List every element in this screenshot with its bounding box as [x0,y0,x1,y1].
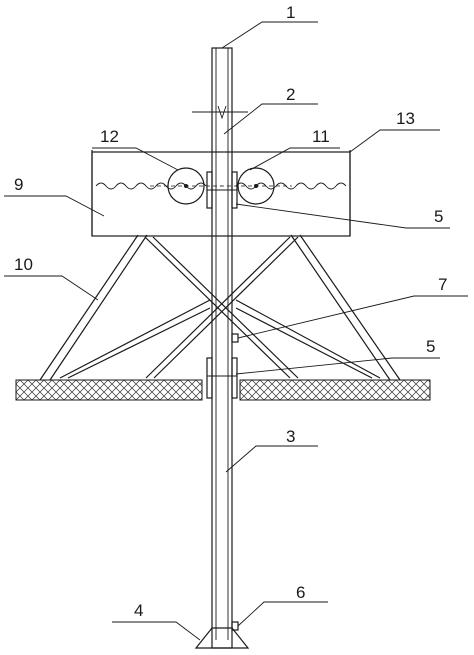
label-1: 1 [286,3,295,22]
roller-right-hub [254,184,258,188]
leader-lines [4,21,468,641]
label-13: 13 [396,109,415,128]
label-11: 11 [312,127,330,146]
label-7: 7 [438,275,447,294]
support-frame [39,234,401,381]
ground-slab-left [15,379,203,401]
bottom-cone [194,627,250,649]
label-5-upper: 5 [434,207,443,226]
coupling-upper [206,171,238,209]
ground-slab-right [239,379,431,401]
label-2: 2 [286,85,295,104]
label-6: 6 [296,583,305,602]
water-tank [91,150,351,237]
label-3: 3 [286,427,295,446]
label-10: 10 [14,255,33,274]
sensor-7 [231,333,239,343]
label-9: 9 [14,175,23,194]
label-5-lower: 5 [426,337,435,356]
label-4: 4 [134,601,143,620]
vertical-pipe [192,47,248,649]
part-labels: 1 2 3 4 5 5 6 7 9 10 11 12 13 [14,3,447,620]
roller-left-hub [184,184,188,188]
label-12: 12 [100,127,119,146]
coupling-lower [206,357,238,399]
